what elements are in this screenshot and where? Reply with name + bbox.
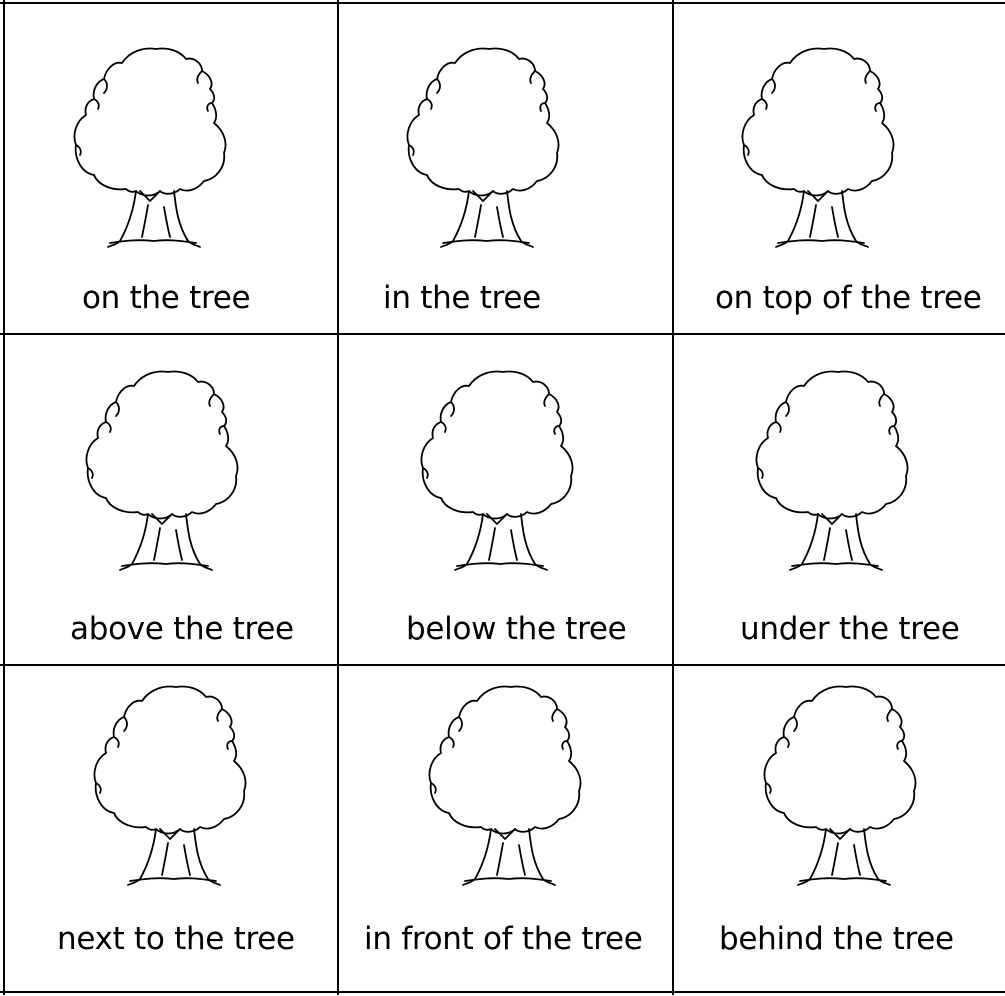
card-below-the-tree: below the tree bbox=[339, 334, 674, 665]
tree-icon bbox=[64, 41, 244, 251]
card-label: behind the tree bbox=[719, 921, 954, 957]
tree-icon bbox=[754, 679, 934, 889]
card-label: next to the tree bbox=[57, 921, 295, 957]
grid-line-bottom bbox=[0, 991, 1005, 993]
grid-line-left bbox=[3, 0, 5, 995]
grid-line-row-2 bbox=[0, 664, 1005, 666]
card-on-the-tree: on the tree bbox=[4, 3, 339, 334]
grid-line-col-1 bbox=[337, 0, 339, 995]
card-label: on top of the tree bbox=[715, 280, 982, 316]
grid-line-row-1 bbox=[0, 333, 1005, 335]
tree-icon bbox=[84, 679, 264, 889]
card-above-the-tree: above the tree bbox=[4, 334, 339, 665]
card-label: above the tree bbox=[70, 611, 294, 647]
card-in-the-tree: in the tree bbox=[339, 3, 674, 334]
tree-icon bbox=[76, 364, 256, 574]
tree-icon bbox=[732, 41, 912, 251]
card-next-to-the-tree: next to the tree bbox=[4, 665, 339, 996]
tree-icon bbox=[746, 364, 926, 574]
card-label: under the tree bbox=[740, 611, 960, 647]
tree-icon bbox=[397, 41, 577, 251]
card-label: below the tree bbox=[406, 611, 627, 647]
card-label: in front of the tree bbox=[364, 921, 643, 957]
grid-line-top bbox=[0, 2, 1005, 4]
card-label: in the tree bbox=[383, 280, 541, 316]
grid-line-col-2 bbox=[672, 0, 674, 995]
card-in-front-of-the-tree: in front of the tree bbox=[339, 665, 674, 996]
card-on-top-of-the-tree: on top of the tree bbox=[674, 3, 1005, 334]
card-label: on the tree bbox=[82, 280, 251, 316]
card-behind-the-tree: behind the tree bbox=[674, 665, 1005, 996]
card-under-the-tree: under the tree bbox=[674, 334, 1005, 665]
tree-icon bbox=[419, 679, 599, 889]
tree-icon bbox=[411, 364, 591, 574]
